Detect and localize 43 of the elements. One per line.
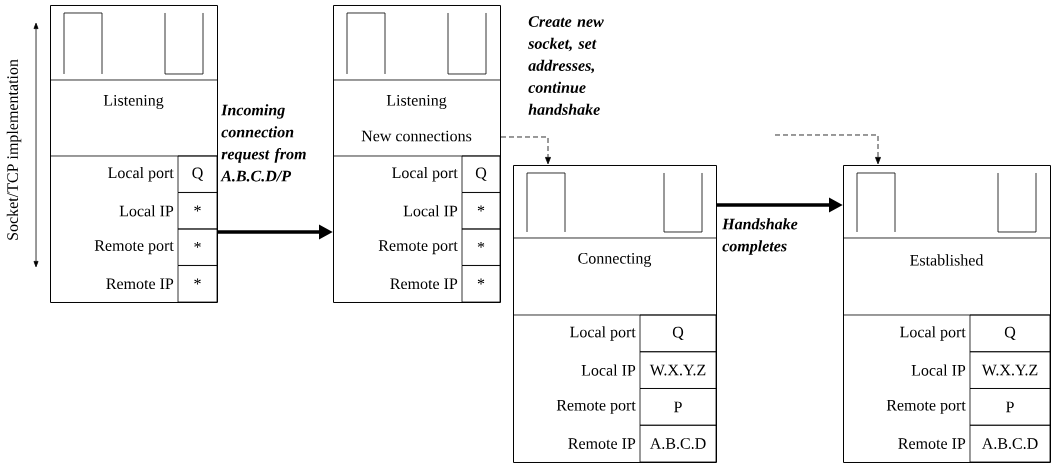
- value-cell: *: [177, 192, 218, 230]
- state-label: Connecting: [578, 253, 652, 267]
- field-label: Remote port: [556, 399, 636, 414]
- field-label: Remote port: [886, 399, 966, 414]
- field-label: Local IP: [581, 364, 636, 376]
- edge-label: Create new socket, set addresses, continue handshake: [528, 16, 604, 115]
- value-cell: *: [177, 265, 218, 303]
- field-label: Local port: [392, 166, 458, 182]
- value-cell: W.X.Y.Z: [639, 351, 717, 389]
- value-cell: *: [177, 228, 218, 266]
- value-cell: P: [969, 388, 1051, 426]
- value-cell: P: [639, 388, 717, 426]
- value-cell: W.X.Y.Z: [969, 351, 1051, 389]
- value-cell: A.B.C.D: [969, 424, 1051, 463]
- state-label: Listening: [386, 95, 447, 109]
- field-label: Local IP: [119, 205, 174, 217]
- value-cell: *: [461, 228, 501, 266]
- edge-label: Incoming connection request from A.B.C.D/P: [220, 104, 306, 182]
- field-label: Remote IP: [106, 278, 174, 290]
- field-label: Remote IP: [390, 278, 458, 290]
- arrow: [774, 134, 881, 165]
- value-cell: *: [461, 192, 501, 230]
- arrow: [500, 136, 551, 165]
- state-label: Listening: [103, 95, 164, 109]
- edge-label: Handshake completes: [722, 218, 798, 255]
- field-label: Local port: [108, 166, 174, 182]
- field-label: Remote IP: [568, 438, 636, 449]
- side-label: Socket/TCP implementation: [6, 59, 22, 240]
- state-label: New connections: [361, 130, 472, 142]
- field-label: Remote IP: [898, 438, 966, 449]
- state-label: Established: [910, 254, 984, 266]
- field-label: Local IP: [911, 364, 966, 376]
- value-cell: A.B.C.D: [639, 424, 717, 463]
- value-cell: Q: [177, 155, 218, 193]
- field-label: Local port: [570, 326, 636, 341]
- field-label: Remote port: [94, 240, 174, 255]
- value-cell: Q: [969, 314, 1051, 353]
- field-label: Remote port: [378, 240, 458, 255]
- value-cell: Q: [461, 155, 501, 193]
- value-cell: Q: [639, 314, 717, 353]
- field-label: Local port: [900, 326, 966, 341]
- value-cell: *: [461, 265, 501, 303]
- field-label: Local IP: [403, 205, 458, 217]
